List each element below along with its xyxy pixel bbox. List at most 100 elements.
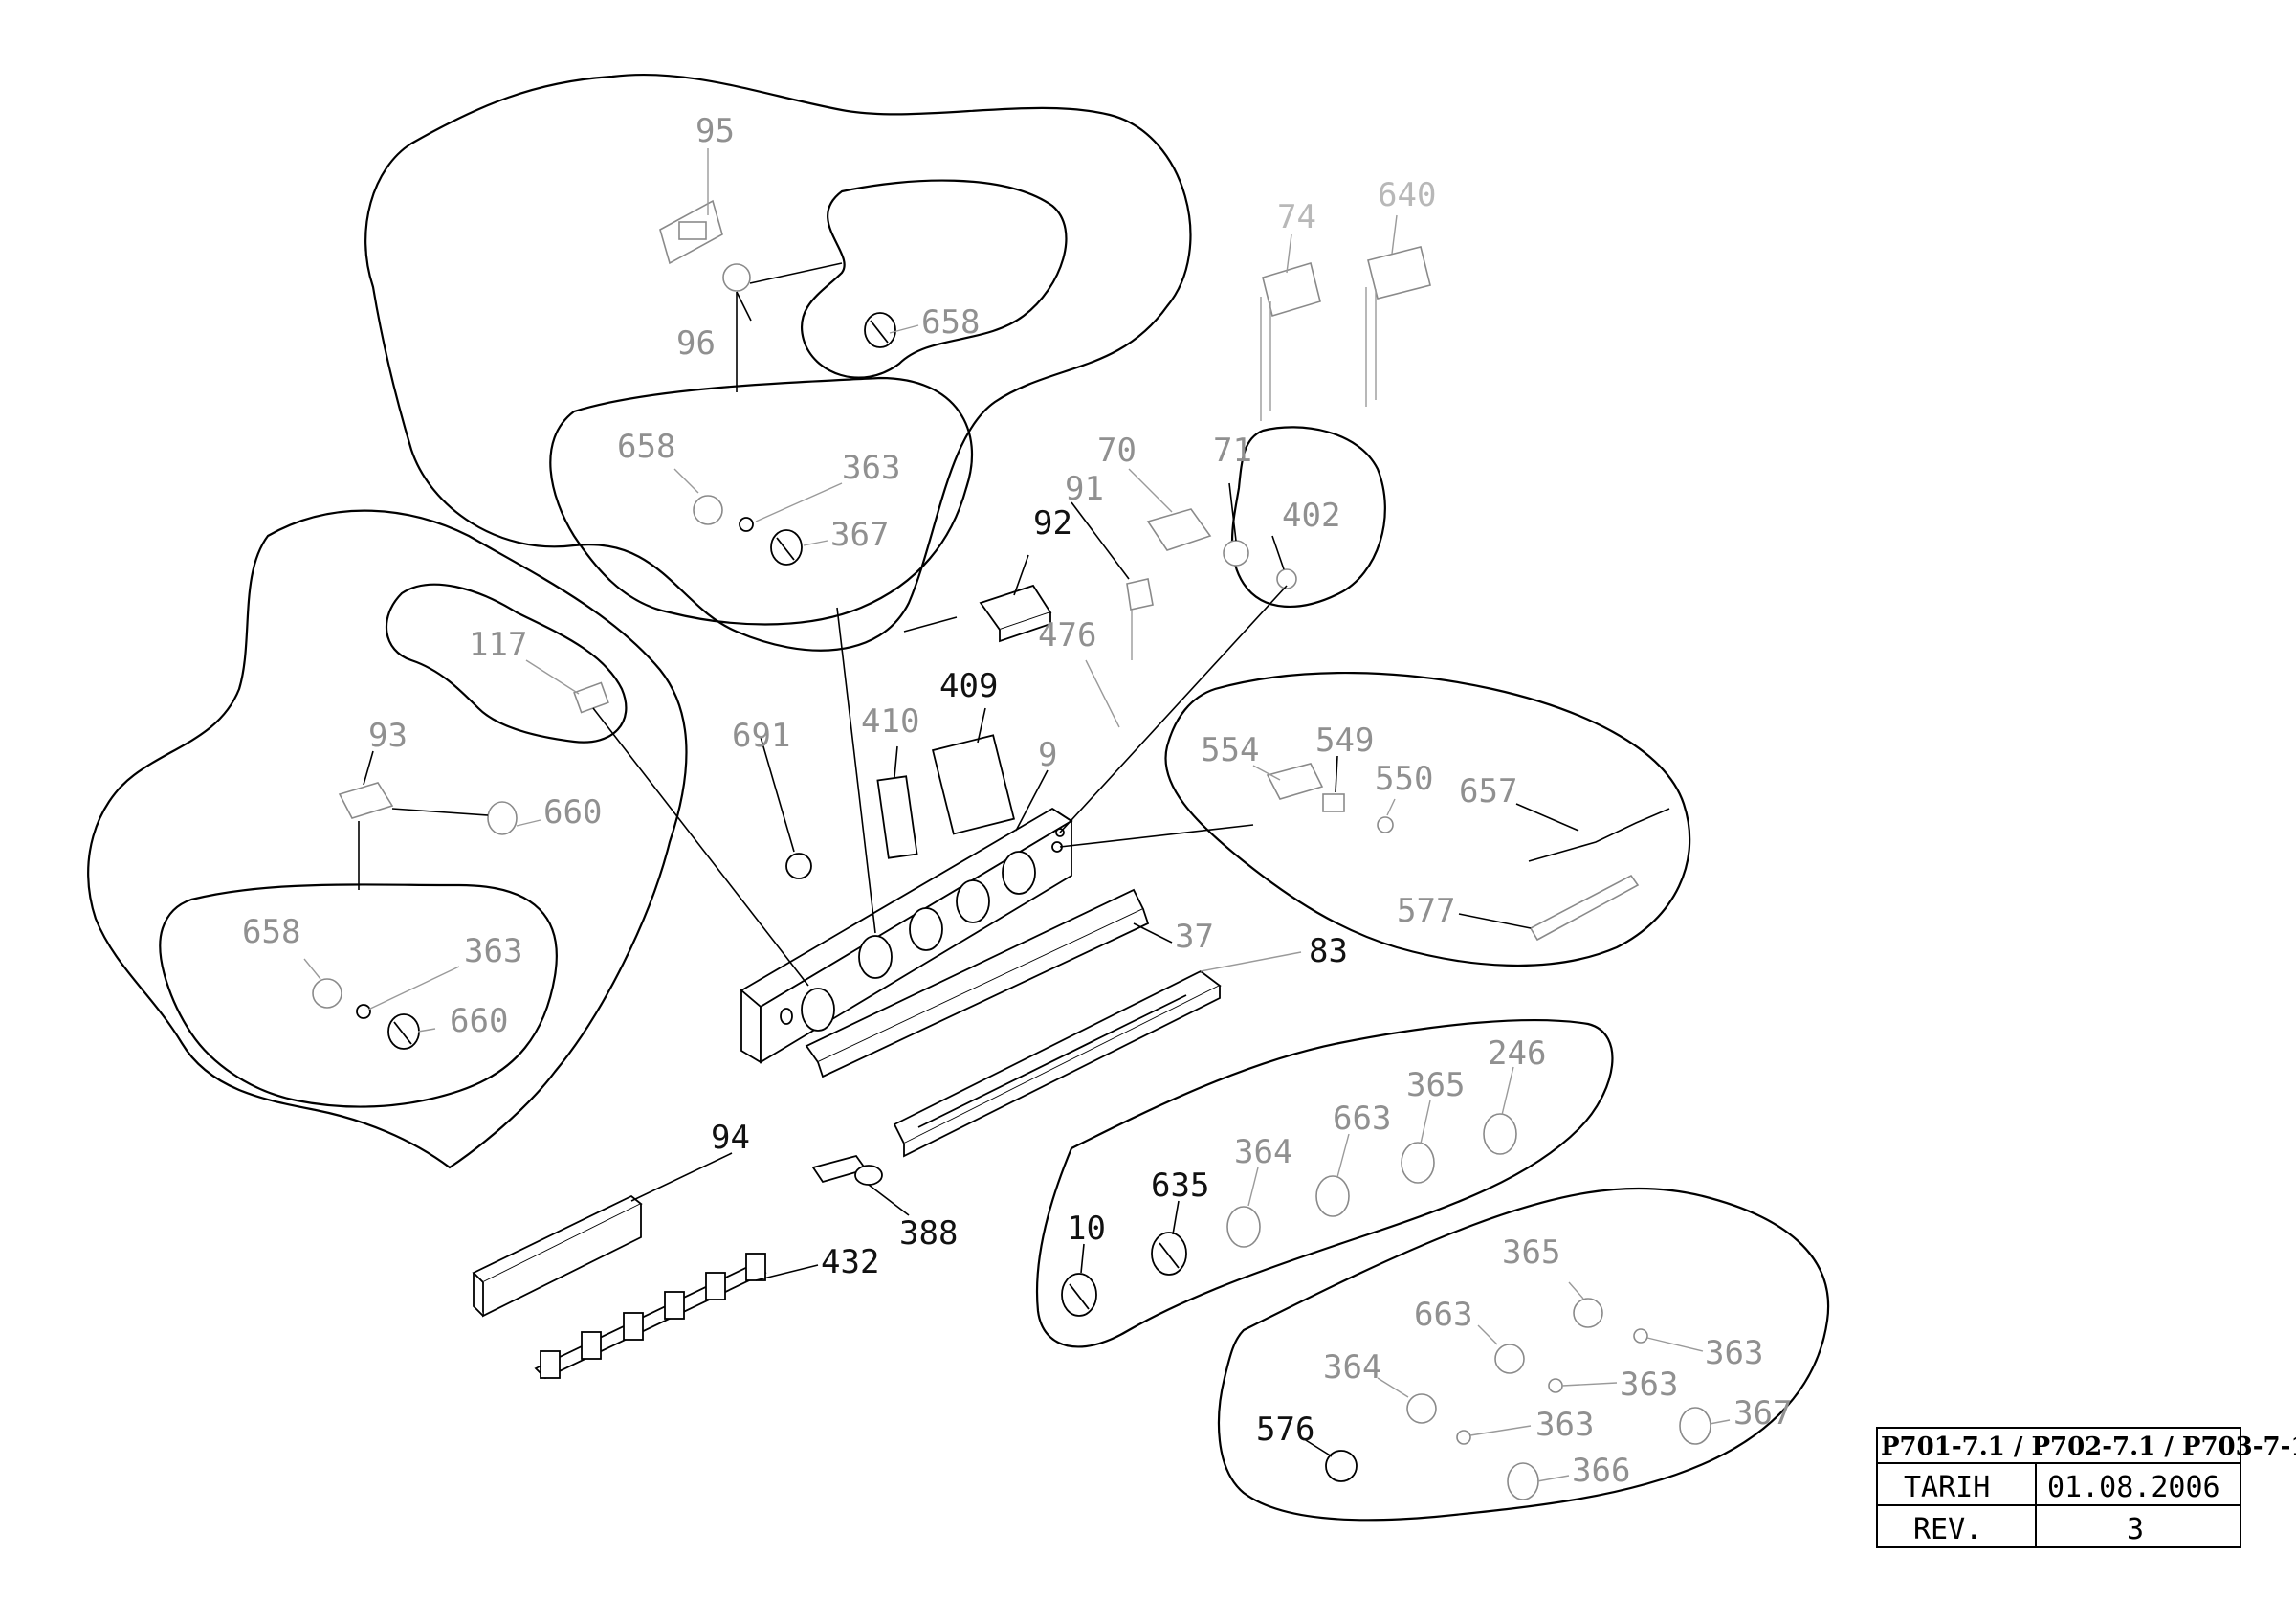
part-label-363-mid: 363 bbox=[842, 449, 900, 487]
part-label-658-mid: 658 bbox=[617, 428, 675, 466]
knob-660-a bbox=[487, 801, 518, 835]
ring-658-left bbox=[312, 978, 342, 1009]
part-label-691: 691 bbox=[732, 717, 790, 755]
part-label-660-a: 660 bbox=[543, 793, 602, 832]
part-label-432: 432 bbox=[821, 1243, 879, 1281]
cluster-outline-right-mid bbox=[1164, 672, 1691, 967]
leader-lines bbox=[303, 148, 1731, 1482]
part-label-367-r: 367 bbox=[1733, 1394, 1792, 1433]
bracket-94 bbox=[472, 1194, 643, 1318]
part-label-367-mid: 367 bbox=[830, 516, 889, 554]
thermostat-74 bbox=[1260, 261, 1321, 421]
part-label-74: 74 bbox=[1277, 198, 1316, 236]
cluster-outline-left-lower bbox=[159, 883, 558, 1108]
part-label-92: 92 bbox=[1033, 504, 1072, 543]
part-label-95: 95 bbox=[695, 112, 735, 150]
cluster-outline-knobs-upper bbox=[1035, 1019, 1614, 1348]
component-388 bbox=[811, 1154, 883, 1186]
cluster-outline-left bbox=[87, 509, 688, 1169]
block-554 bbox=[1266, 763, 1324, 800]
part-label-635: 635 bbox=[1151, 1167, 1209, 1205]
part-label-70: 70 bbox=[1097, 432, 1137, 470]
part-label-37: 37 bbox=[1175, 918, 1214, 956]
part-label-10: 10 bbox=[1067, 1210, 1106, 1248]
spring-363-r3 bbox=[1456, 1430, 1471, 1445]
part-label-246: 246 bbox=[1488, 1034, 1546, 1073]
knob-658-top bbox=[864, 312, 896, 348]
component-549 bbox=[1322, 793, 1345, 812]
spring-363-left bbox=[356, 1004, 371, 1019]
part-label-663-b: 663 bbox=[1414, 1296, 1472, 1334]
spring-363-mid bbox=[739, 517, 754, 532]
label-plate-95 bbox=[659, 199, 723, 265]
cluster-outline-402 bbox=[1230, 426, 1386, 609]
knob-367-mid bbox=[770, 529, 803, 566]
bracket-83 bbox=[893, 969, 1222, 1158]
cluster-outline-top-lower bbox=[549, 376, 974, 626]
knob-366 bbox=[1507, 1462, 1539, 1500]
part-label-549: 549 bbox=[1315, 722, 1374, 760]
title-block-model: P701-7.1 / P702-7.1 / P703-7-1 bbox=[1881, 1433, 2296, 1461]
part-label-388: 388 bbox=[899, 1214, 958, 1253]
part-label-409: 409 bbox=[939, 667, 998, 705]
rail-432 bbox=[534, 1253, 767, 1380]
title-block-date-value: 01.08.2006 bbox=[2047, 1471, 2220, 1504]
knob-367-r bbox=[1679, 1407, 1711, 1445]
title-block-date-label: TARIH bbox=[1904, 1471, 1990, 1504]
rod-577 bbox=[1529, 874, 1640, 942]
knob-10 bbox=[1061, 1273, 1097, 1317]
part-label-96: 96 bbox=[676, 324, 716, 363]
part-label-402: 402 bbox=[1282, 497, 1340, 535]
part-label-93: 93 bbox=[368, 717, 408, 755]
switch-91 bbox=[1126, 578, 1154, 660]
part-label-71: 71 bbox=[1213, 432, 1252, 470]
part-label-660-b: 660 bbox=[450, 1002, 508, 1040]
part-label-365-a: 365 bbox=[1406, 1066, 1465, 1104]
ring-550 bbox=[1377, 816, 1394, 833]
cluster-outline-left-117 bbox=[385, 583, 628, 744]
part-label-364-a: 364 bbox=[1234, 1133, 1292, 1171]
part-label-366: 366 bbox=[1572, 1452, 1630, 1490]
grommet-691 bbox=[785, 853, 812, 879]
part-label-83: 83 bbox=[1309, 932, 1348, 970]
part-label-640: 640 bbox=[1378, 176, 1436, 214]
ring-658-mid bbox=[693, 495, 723, 525]
title-block: P701-7.1 / P702-7.1 / P703-7-1 TARIH 01.… bbox=[1876, 1427, 2296, 1548]
knob-660-b bbox=[387, 1013, 420, 1050]
part-label-365-b: 365 bbox=[1502, 1233, 1560, 1272]
part-label-476: 476 bbox=[1038, 616, 1096, 655]
part-label-663-a: 663 bbox=[1333, 1100, 1391, 1138]
pin-476 bbox=[1085, 659, 1120, 728]
plate-409 bbox=[931, 734, 1015, 835]
part-label-364-b: 364 bbox=[1323, 1348, 1381, 1387]
ring-365-b bbox=[1573, 1298, 1603, 1328]
part-label-657: 657 bbox=[1459, 772, 1517, 811]
ring-71 bbox=[1223, 540, 1249, 567]
part-label-363-left: 363 bbox=[464, 932, 522, 970]
cluster-outline-knobs-lower bbox=[1217, 1187, 1830, 1522]
title-block-rev-label: REV. bbox=[1913, 1513, 1982, 1546]
part-label-363-r1: 363 bbox=[1705, 1334, 1763, 1372]
part-label-363-r3: 363 bbox=[1535, 1406, 1594, 1444]
ring-663-b bbox=[1494, 1344, 1525, 1374]
ring-364-b bbox=[1406, 1393, 1437, 1424]
part-label-554: 554 bbox=[1201, 731, 1259, 769]
part-label-658-top: 658 bbox=[921, 303, 980, 342]
spring-363-r2 bbox=[1548, 1378, 1563, 1393]
part-label-410: 410 bbox=[861, 702, 919, 741]
title-block-rev-value: 3 bbox=[2127, 1513, 2144, 1546]
part-label-117: 117 bbox=[469, 626, 527, 664]
knob-635 bbox=[1151, 1232, 1187, 1276]
part-label-658-left: 658 bbox=[242, 913, 300, 951]
part-label-550: 550 bbox=[1375, 760, 1433, 798]
plate-410 bbox=[876, 775, 918, 859]
part-number-labels: 95 96 658 658 363 367 74 640 70 71 91 92… bbox=[242, 112, 1792, 1490]
part-label-9: 9 bbox=[1038, 736, 1057, 774]
cluster-outline-top-inner bbox=[801, 179, 1068, 379]
ring-576 bbox=[1325, 1450, 1358, 1482]
ring-96 bbox=[722, 263, 751, 292]
part-label-577: 577 bbox=[1397, 892, 1455, 930]
part-label-576: 576 bbox=[1256, 1411, 1314, 1449]
knob-364-a bbox=[1226, 1206, 1261, 1248]
knob-663-a bbox=[1315, 1175, 1350, 1217]
